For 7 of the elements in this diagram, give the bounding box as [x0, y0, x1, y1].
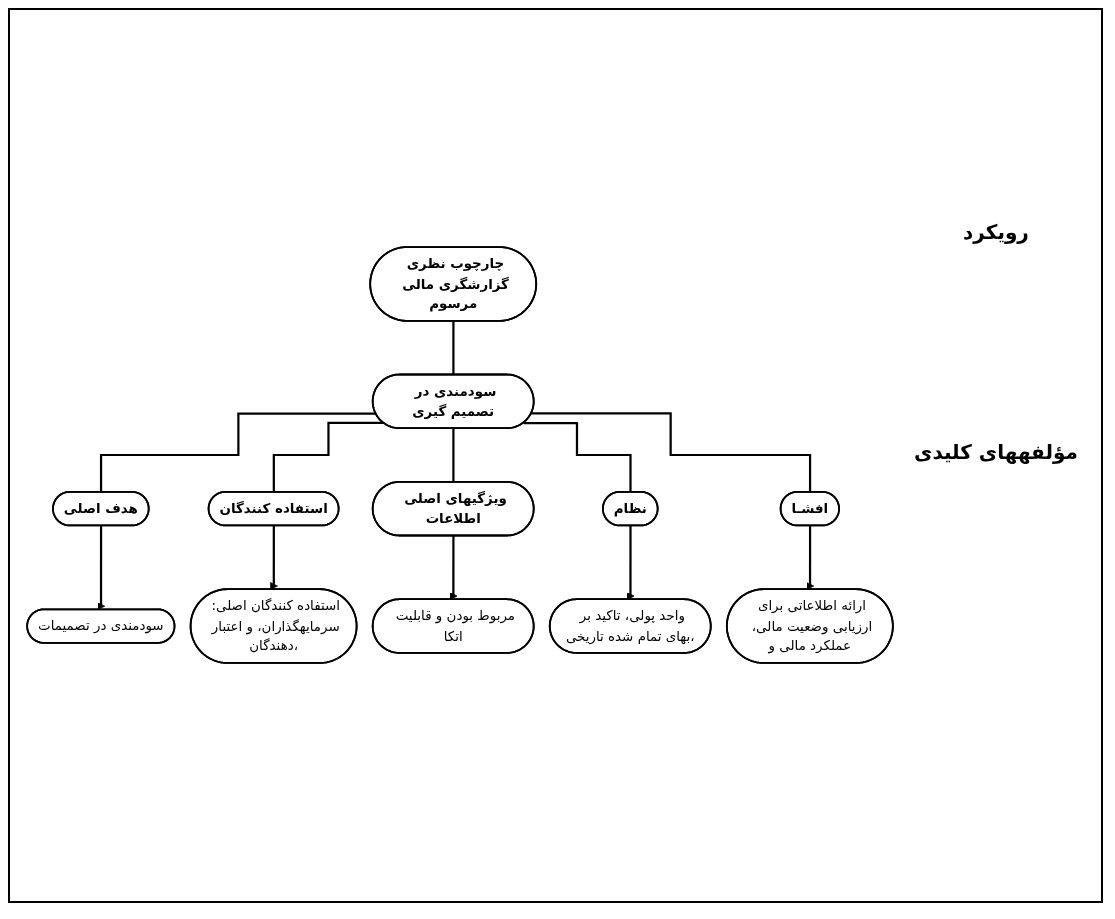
arrow [449, 534, 458, 601]
row-label: رویکرد [962, 220, 1030, 244]
arrow [97, 524, 106, 611]
arrow [270, 524, 278, 590]
row-label: مؤلفههای کلیدی [913, 440, 1079, 464]
arrow [626, 524, 635, 601]
arrow [806, 524, 815, 590]
